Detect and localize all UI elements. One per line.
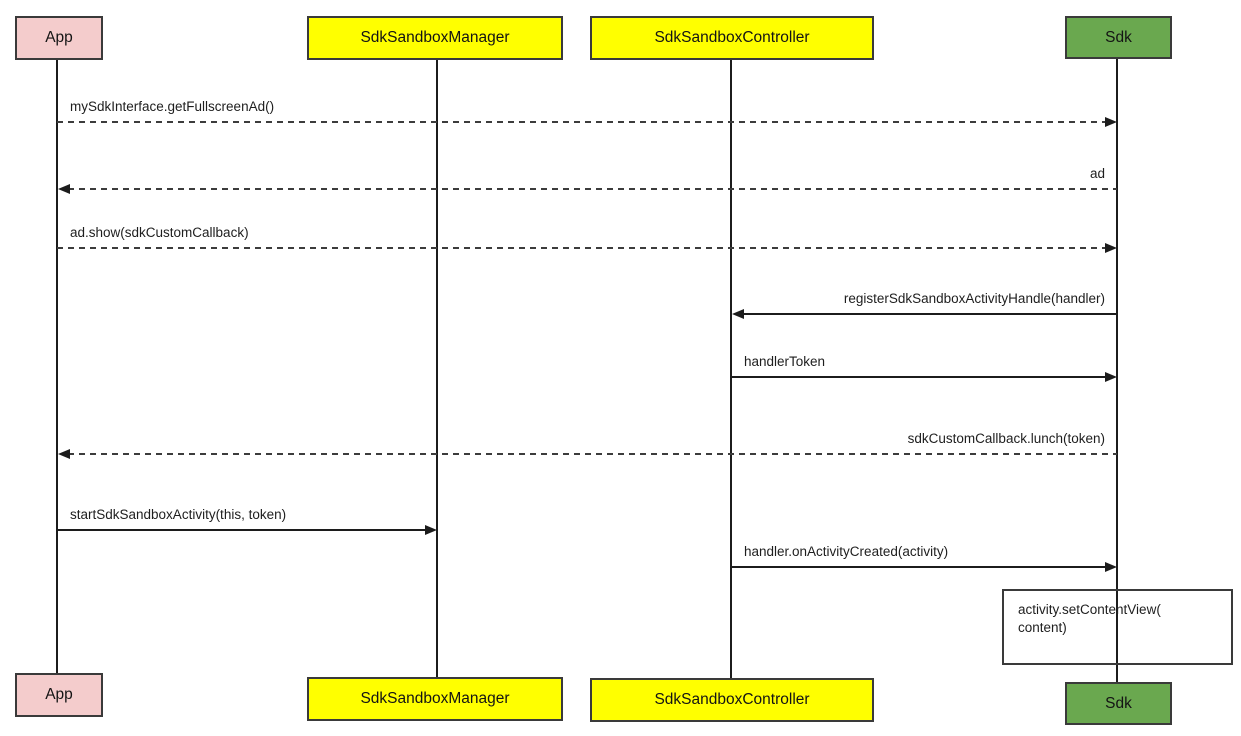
participant-top-sdk: Sdk [1065, 16, 1172, 59]
participant-top-controller: SdkSandboxController [590, 16, 874, 60]
lifeline-app [56, 58, 58, 675]
participant-label: SdkSandboxManager [360, 29, 510, 46]
arrowhead-icon [1105, 372, 1117, 382]
participant-bottom-app: App [15, 673, 103, 717]
arrowhead-icon [58, 184, 70, 194]
message-label-4: handlerToken [744, 354, 826, 369]
note-line: content) [1018, 620, 1067, 636]
arrowhead-icon [1105, 117, 1117, 127]
message-label-3: registerSdkSandboxActivityHandle(handler… [843, 291, 1105, 306]
participant-label: App [45, 686, 73, 703]
message-line-6 [57, 529, 426, 531]
participant-label: App [45, 29, 73, 46]
message-label-2: ad.show(sdkCustomCallback) [70, 225, 249, 240]
arrowhead-icon [1105, 243, 1117, 253]
message-line-3 [742, 313, 1117, 315]
note-box: activity.setContentView( content) [1002, 589, 1233, 665]
arrowhead-icon [425, 525, 437, 535]
participant-label: SdkSandboxController [654, 691, 810, 708]
message-line-0 [57, 121, 1106, 123]
lifeline-manager [436, 58, 438, 679]
message-label-6: startSdkSandboxActivity(this, token) [70, 507, 287, 522]
lifeline-sdk [1116, 57, 1118, 684]
message-line-7 [731, 566, 1106, 568]
message-line-5 [68, 453, 1117, 455]
participant-label: SdkSandboxController [654, 29, 810, 46]
participant-bottom-manager: SdkSandboxManager [307, 677, 563, 721]
message-line-4 [731, 376, 1106, 378]
note-line: activity.setContentView( [1018, 602, 1161, 617]
participant-top-app: App [15, 16, 103, 60]
participant-label: SdkSandboxManager [360, 690, 510, 707]
arrowhead-icon [1105, 562, 1117, 572]
lifeline-controller [730, 58, 732, 680]
participant-bottom-sdk: Sdk [1065, 682, 1172, 725]
message-label-5: sdkCustomCallback.lunch(token) [907, 431, 1105, 446]
message-label-7: handler.onActivityCreated(activity) [744, 544, 949, 559]
participant-label: Sdk [1105, 694, 1132, 712]
message-line-2 [57, 247, 1106, 249]
participant-label: Sdk [1105, 28, 1132, 46]
message-label-1: ad [1089, 166, 1105, 181]
participant-bottom-controller: SdkSandboxController [590, 678, 874, 722]
message-line-1 [68, 188, 1117, 190]
arrowhead-icon [58, 449, 70, 459]
message-label-0: mySdkInterface.getFullscreenAd() [70, 99, 275, 114]
arrowhead-icon [732, 309, 744, 319]
participant-top-manager: SdkSandboxManager [307, 16, 563, 60]
